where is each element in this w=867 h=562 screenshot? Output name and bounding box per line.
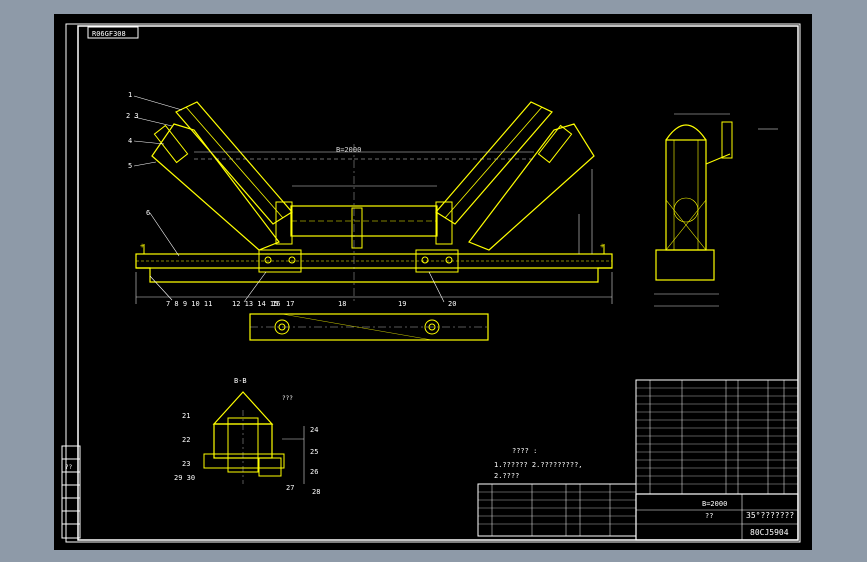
outer-border bbox=[65, 23, 801, 543]
svg-text:+: + bbox=[140, 242, 144, 250]
left-bracket bbox=[151, 123, 280, 251]
right-bracket bbox=[468, 123, 595, 251]
plan-view bbox=[249, 313, 489, 341]
callout-21: 21 bbox=[182, 412, 190, 420]
section-detail bbox=[203, 391, 305, 484]
notes-title: ???? : bbox=[512, 447, 537, 455]
callout-1: 1 bbox=[128, 91, 132, 99]
callout-17: 17 bbox=[286, 300, 294, 308]
callout-19: 19 bbox=[398, 300, 406, 308]
main-front-view: + + B=2000 bbox=[133, 95, 613, 304]
center-roller-hub bbox=[351, 207, 363, 249]
callout-4: 4 bbox=[128, 137, 132, 145]
note-1: 1.?????? 2.?????????, bbox=[494, 461, 583, 469]
cad-drawing: R06GF308 ?? bbox=[61, 23, 801, 543]
left-inclined-roller bbox=[175, 101, 293, 225]
title-spec: B=2000 bbox=[702, 500, 727, 508]
callout-22: 22 bbox=[182, 436, 190, 444]
callout-18: 18 bbox=[338, 300, 346, 308]
inner-border bbox=[77, 25, 799, 541]
title-code: 80CJ5904 bbox=[750, 528, 789, 537]
callout-2-3: 2 3 bbox=[126, 112, 139, 120]
callout-25: 25 bbox=[310, 448, 318, 456]
callout-7-11: 7 8 9 10 11 bbox=[166, 300, 212, 308]
callout-27: 27 bbox=[286, 484, 294, 492]
revision-strip: ?? bbox=[61, 445, 81, 539]
corner-label: ?? bbox=[65, 464, 73, 471]
callout-12-15: 12 13 14 15 bbox=[232, 300, 278, 308]
parts-list-right bbox=[635, 379, 799, 495]
left-foot bbox=[258, 249, 302, 273]
callout-6: 6 bbox=[146, 209, 150, 217]
callout-24: 24 bbox=[310, 426, 318, 434]
callout-23: 23 bbox=[182, 460, 190, 468]
title-sub: ?? bbox=[705, 512, 713, 520]
callout-5: 5 bbox=[128, 162, 132, 170]
callout-28: 28 bbox=[312, 488, 320, 496]
drawing-viewport[interactable]: R06GF308 ?? bbox=[54, 14, 812, 550]
code-box-text: R06GF308 bbox=[92, 30, 126, 38]
callout-16: 16 bbox=[272, 300, 280, 308]
callout-29-30: 29 30 bbox=[174, 474, 195, 482]
center-roller-right-end bbox=[435, 201, 453, 245]
svg-text:+: + bbox=[600, 242, 604, 250]
right-inclined-roller bbox=[435, 101, 553, 225]
base-plate bbox=[136, 267, 612, 283]
callout-26: 26 bbox=[310, 468, 318, 476]
note-2: 2.???? bbox=[494, 472, 519, 480]
parts-list-bottom bbox=[477, 483, 637, 537]
side-note: ??? bbox=[282, 395, 293, 402]
side-view bbox=[654, 113, 778, 307]
right-foot bbox=[415, 249, 459, 273]
code-box bbox=[87, 26, 139, 39]
center-roller-left-end bbox=[275, 201, 293, 245]
title-block bbox=[635, 493, 799, 541]
section-label: B-B bbox=[234, 377, 247, 385]
title-main: 35°??????? bbox=[746, 511, 794, 520]
width-dimension-text: B=2000 bbox=[336, 146, 361, 154]
callout-20: 20 bbox=[448, 300, 456, 308]
